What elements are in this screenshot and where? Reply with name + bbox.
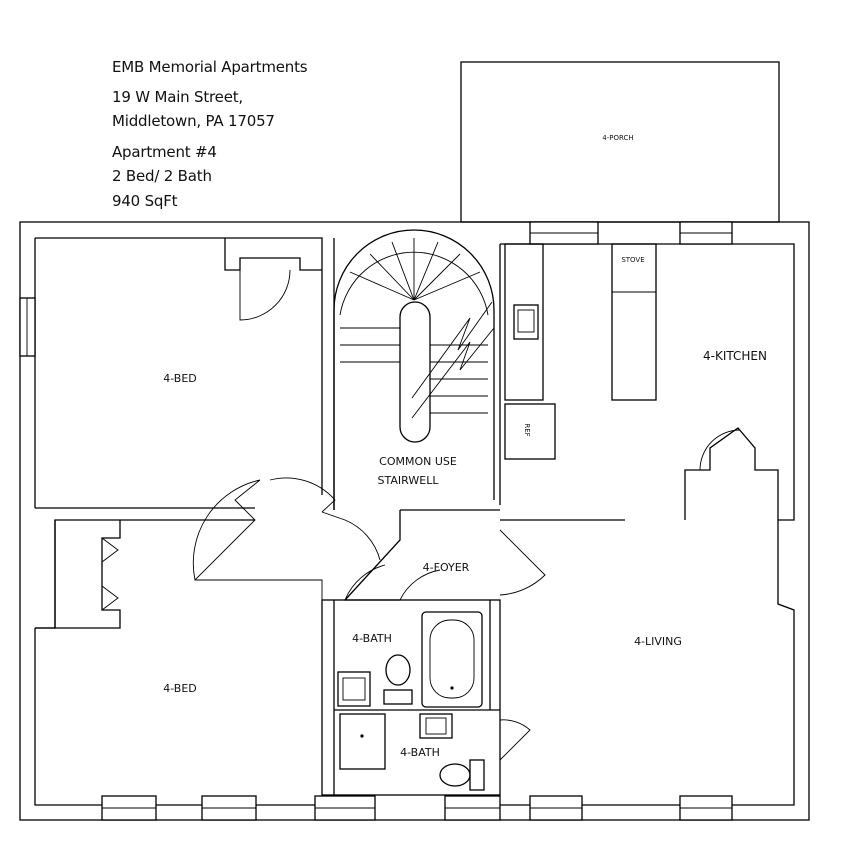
stair-center-well bbox=[399, 301, 431, 443]
stairwell-label-2: STAIRWELL bbox=[378, 474, 440, 487]
exterior-wall-outer bbox=[19, 221, 810, 821]
pantry bbox=[684, 427, 779, 520]
stair-break-line-1 bbox=[411, 301, 493, 399]
kitchen: REF STOVE 4-KITCHEN bbox=[499, 243, 779, 521]
bedroom-upper-label: 4-BED bbox=[163, 372, 197, 385]
street-address: 19 W Main Street, bbox=[112, 88, 243, 106]
property-name: EMB Memorial Apartments bbox=[112, 58, 308, 76]
porch-label: 4-PORCH bbox=[602, 134, 633, 142]
hall-wall bbox=[195, 579, 323, 600]
bath-1-toilet-tank bbox=[383, 689, 413, 705]
stair-break-line-2 bbox=[411, 327, 495, 419]
bath-2-toilet bbox=[439, 763, 471, 787]
pantry-door-swing bbox=[699, 429, 741, 471]
stair-door-swing bbox=[321, 511, 381, 561]
porch-outline bbox=[460, 61, 780, 223]
exterior-walls bbox=[19, 221, 810, 821]
living: 4-LIVING bbox=[634, 635, 682, 648]
exterior-wall-inner-top-left bbox=[35, 237, 323, 270]
bedroom-lower: 4-BED bbox=[35, 519, 255, 695]
bed-bath-count: 2 Bed/ 2 Bath bbox=[112, 167, 212, 185]
bath-2-sink bbox=[419, 713, 453, 739]
closet-door-swing bbox=[239, 269, 291, 321]
foyer-door-swing-west bbox=[344, 564, 386, 601]
bedroom-lower-label: 4-BED bbox=[163, 682, 197, 695]
city-state-zip: Middletown, PA 17057 bbox=[112, 112, 275, 130]
bedroom-lower-wall bbox=[35, 519, 255, 629]
bedroom-door-swing-2 bbox=[269, 477, 336, 513]
kitchen-sink bbox=[513, 304, 539, 340]
hall-doors bbox=[192, 477, 381, 600]
exterior-wall-inner-right bbox=[500, 243, 795, 806]
stairwell-wall bbox=[333, 229, 495, 510]
baths: 4-BATH 4-BATH bbox=[321, 599, 531, 796]
kitchen-island bbox=[611, 243, 657, 401]
refrigerator-label: REF bbox=[523, 423, 531, 436]
shower bbox=[339, 713, 386, 770]
window-left bbox=[19, 297, 36, 357]
bath-1-label: 4-BATH bbox=[352, 632, 392, 645]
bedroom-upper: 4-BED bbox=[35, 238, 335, 510]
stairwell: COMMON USE STAIRWELL bbox=[333, 229, 495, 510]
stove-label: STOVE bbox=[621, 256, 644, 264]
exterior-wall-inner-left-lower bbox=[34, 628, 315, 806]
bath-2-label: 4-BATH bbox=[400, 746, 440, 759]
stairwell-label-1: COMMON USE bbox=[379, 455, 457, 468]
foyer-label: 4-FOYER bbox=[423, 561, 470, 574]
foyer-door-swing-east bbox=[499, 529, 546, 596]
bedroom-upper-closet bbox=[224, 238, 322, 271]
kitchen-counter bbox=[504, 243, 544, 401]
foyer: 4-FOYER bbox=[343, 509, 546, 601]
bath-1-toilet bbox=[385, 654, 411, 686]
bathtub bbox=[421, 611, 483, 708]
foyer-door-swing-bath bbox=[399, 569, 441, 601]
property-header: EMB Memorial Apartments 19 W Main Street… bbox=[112, 58, 308, 210]
porch: 4-PORCH bbox=[460, 61, 780, 223]
living-label: 4-LIVING bbox=[634, 635, 682, 648]
bedroom-door-swing-1 bbox=[192, 479, 261, 581]
refrigerator bbox=[504, 403, 556, 460]
kitchen-label: 4-KITCHEN bbox=[703, 349, 767, 363]
apartment-number: Apartment #4 bbox=[112, 143, 217, 161]
bath-1-sink bbox=[337, 671, 371, 707]
square-footage: 940 SqFt bbox=[112, 192, 178, 210]
windows bbox=[19, 221, 733, 821]
bath-block-outline bbox=[321, 599, 501, 796]
bath-2-door-swing bbox=[499, 719, 531, 761]
bath-2-toilet-tank bbox=[469, 759, 485, 791]
